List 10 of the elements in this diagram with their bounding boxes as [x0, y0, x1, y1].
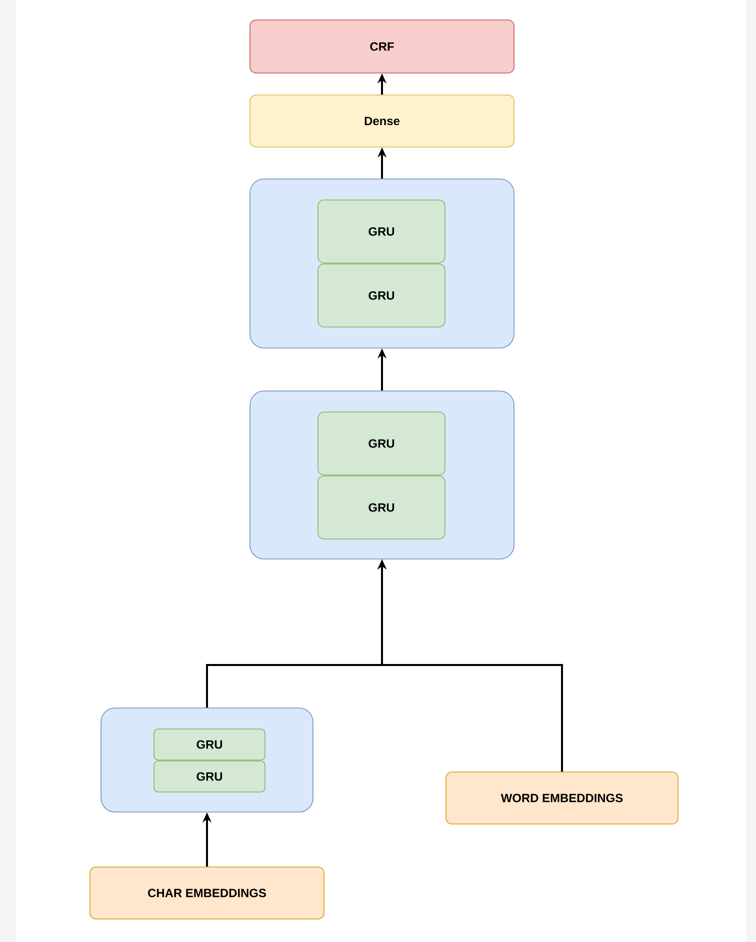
output-box: CRF [250, 20, 514, 74]
cell-box: GRU [318, 264, 446, 328]
cell-box: GRU [318, 200, 446, 264]
input-box: WORD EMBEDDINGS [446, 772, 678, 824]
cell-box: GRU [154, 728, 266, 760]
cell-box: GRU [154, 760, 266, 792]
layer-box: Dense [250, 94, 514, 148]
cell-box: GRU [318, 412, 446, 476]
input-box: CHAR EMBEDDINGS [90, 866, 324, 920]
cell-box: GRU [318, 476, 446, 540]
